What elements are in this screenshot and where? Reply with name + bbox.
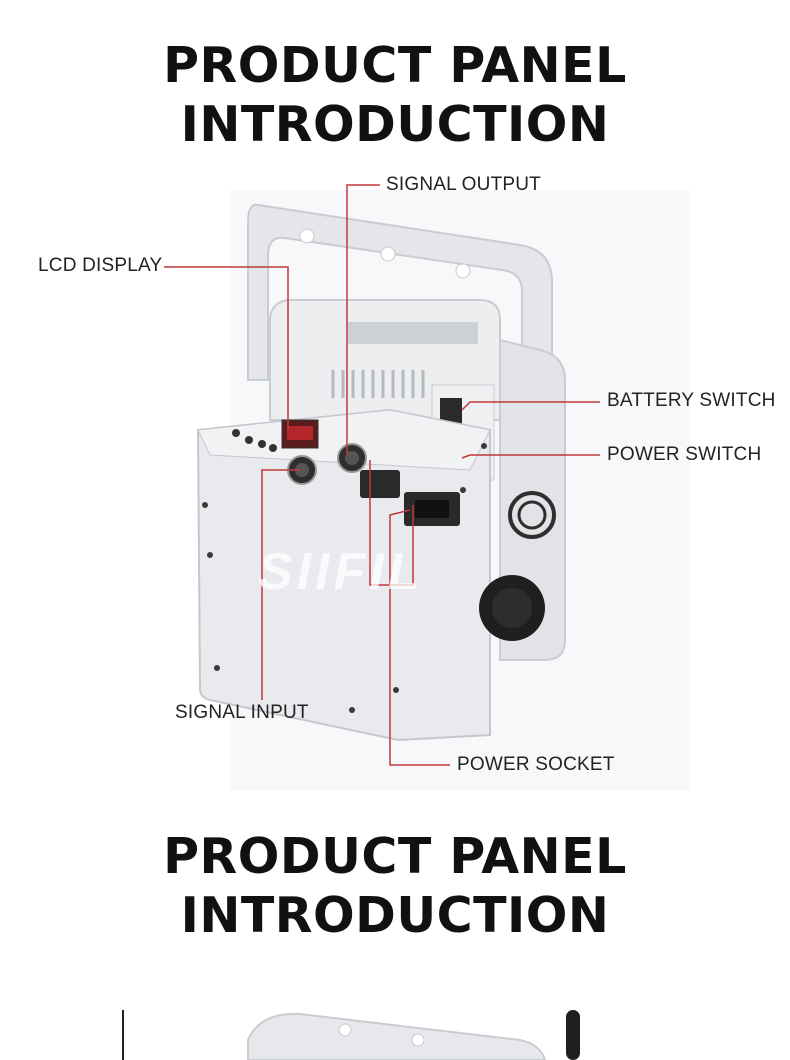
battery-rocker [440,398,462,424]
watermark: SIIFIL [258,543,424,601]
title-line-2: INTRODUCTION [180,96,610,153]
section-title-2: PRODUCT PANEL INTRODUCTION [0,827,790,945]
title-line-2: INTRODUCTION [180,887,610,944]
leader-lines [164,184,600,766]
callout-signal-output: SIGNAL OUTPUT [386,174,541,195]
callout-battery-switch: BATTERY SWITCH [607,390,776,411]
title-line-1: PRODUCT PANEL [163,828,627,885]
title-line-1: PRODUCT PANEL [163,37,627,94]
power-outlet [360,470,400,498]
callout-power-switch: POWER SWITCH [607,444,762,465]
handle [247,203,553,601]
callout-lcd-display: LCD DISPLAY [38,255,163,276]
section-title-1: PRODUCT PANEL INTRODUCTION [0,36,790,154]
vent-slots [331,370,425,398]
callout-power-socket: POWER SOCKET [457,754,615,775]
side-grille [508,491,556,539]
callout-signal-input: SIGNAL INPUT [175,702,309,723]
